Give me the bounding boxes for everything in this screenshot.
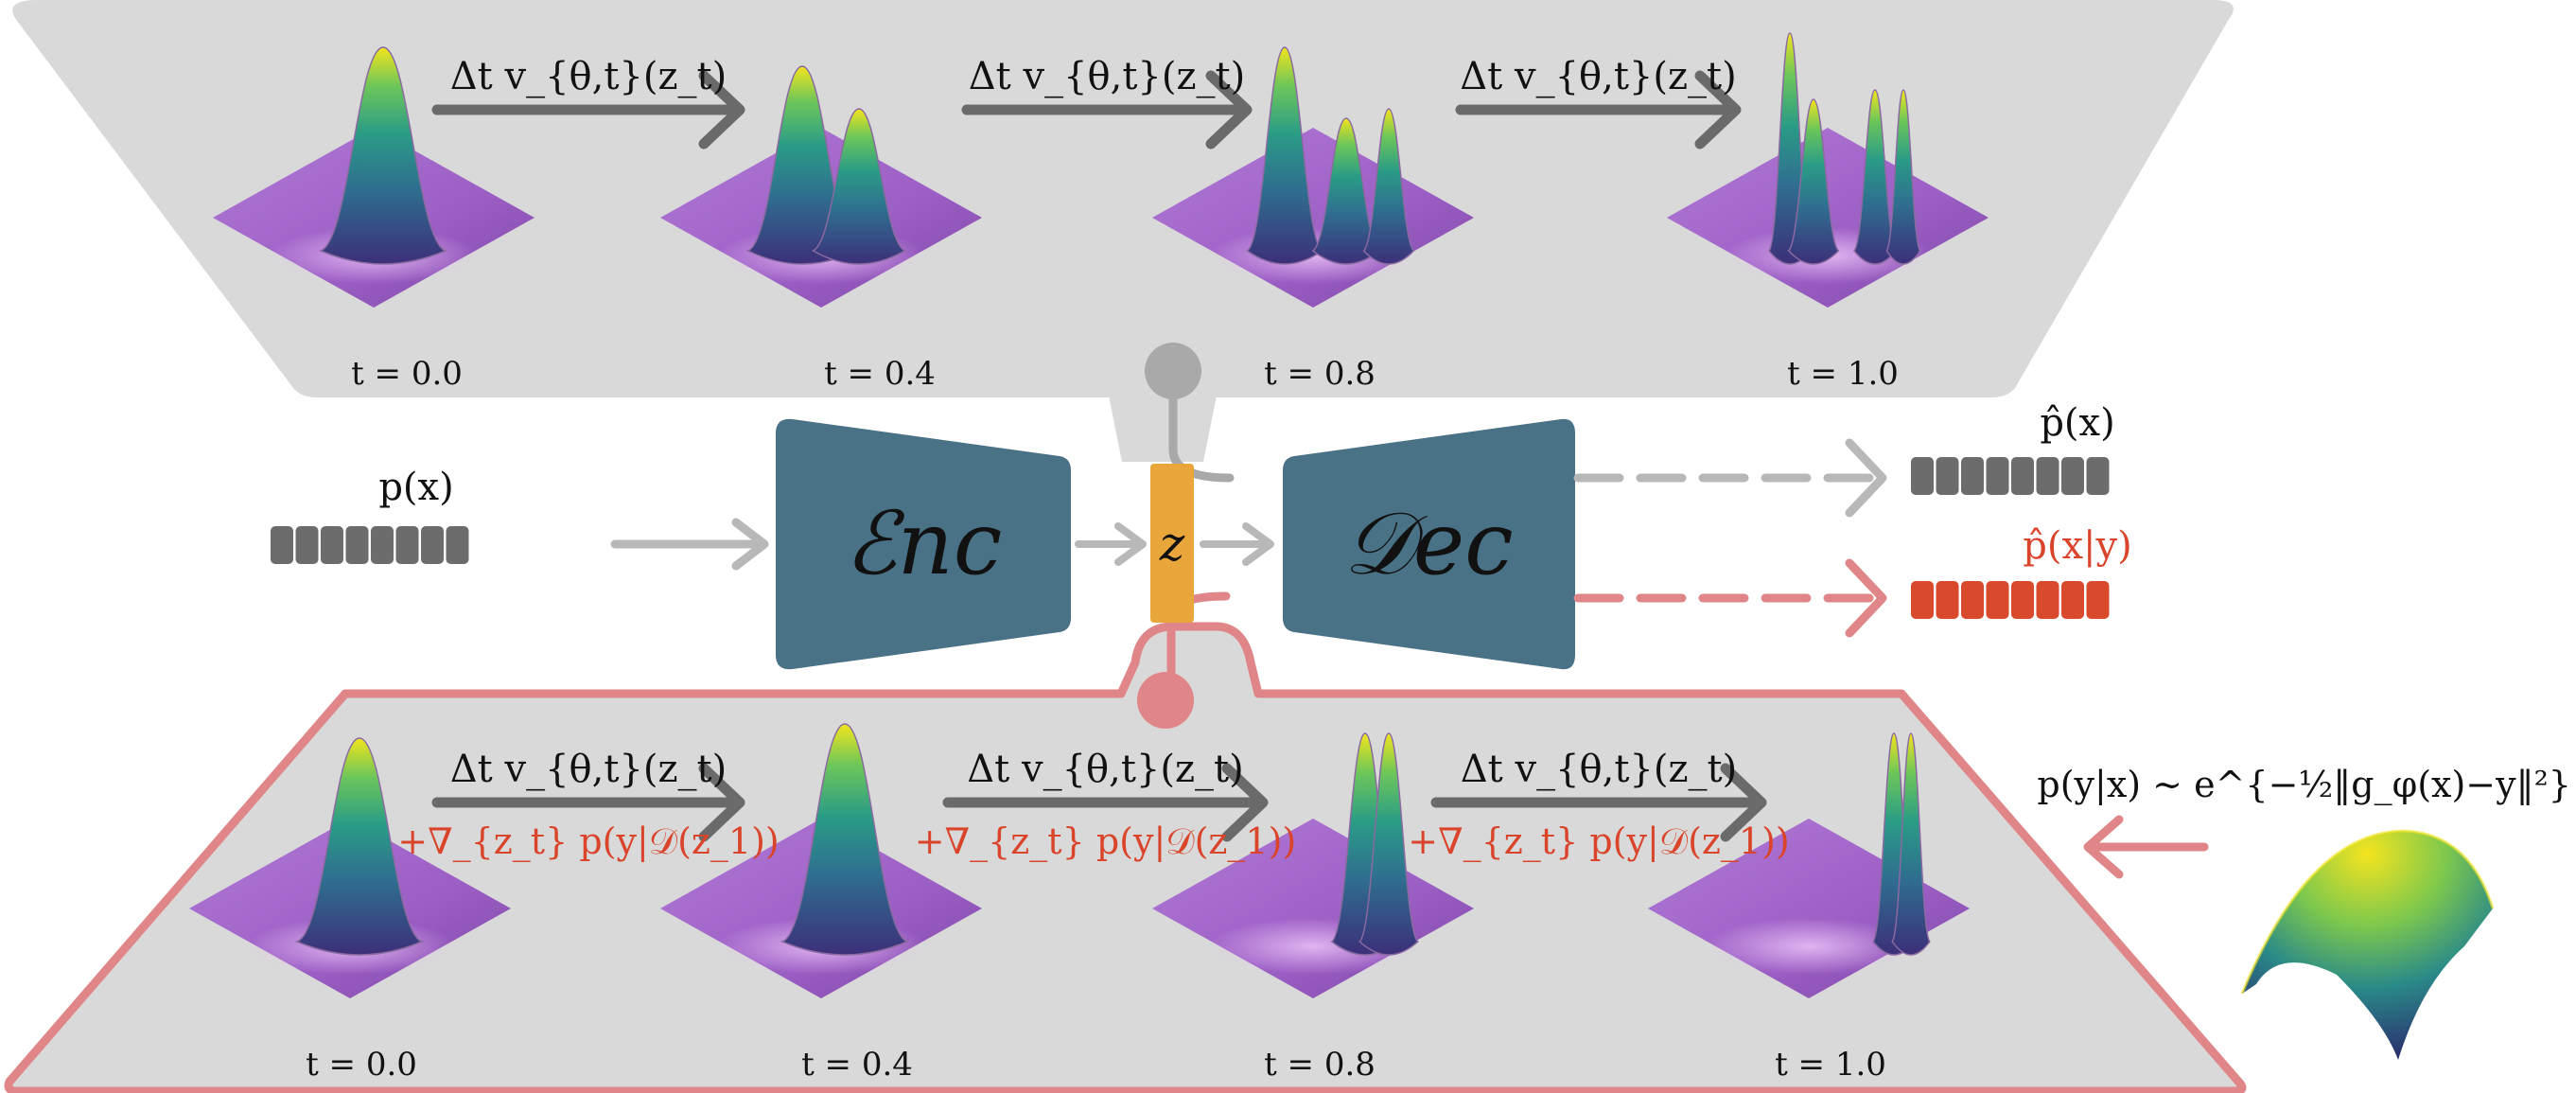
guidance-label: +∇_{z_t} p(y|𝒟(z_1)) <box>1408 820 1790 863</box>
token <box>2086 457 2110 495</box>
step-label: Δt v_{θ,t}(z_t) <box>969 55 1245 98</box>
token <box>295 526 319 564</box>
density-surface-icon <box>1667 32 1989 308</box>
arrow-input-to-encoder <box>610 518 769 571</box>
arrow-likelihood-to-panel <box>2083 815 2209 879</box>
step-label: Δt v_{θ,t}(z_t) <box>450 55 727 98</box>
token <box>1986 581 2009 619</box>
encoder-block <box>776 418 1071 670</box>
top-flow-steps: Δt v_{θ,t}(z_t) Δt v_{θ,t}(z_t) Δt v_{θ,t}… <box>431 55 1742 150</box>
top-density-surfaces <box>213 32 1989 308</box>
latent-label: z <box>1159 517 1185 572</box>
token <box>321 526 343 564</box>
time-label: t = 1.0 <box>1775 1046 1886 1084</box>
density-surface-icon <box>213 46 534 308</box>
time-label: t = 0.4 <box>824 355 936 393</box>
arrow-latent-to-decoder <box>1200 522 1274 566</box>
flow-step: Δt v_{θ,t}(z_t) <box>1455 55 1742 150</box>
input-distribution-label: p(x) <box>378 466 453 509</box>
input-token-row <box>271 526 469 564</box>
token <box>1936 581 1959 619</box>
token <box>2061 581 2084 619</box>
likelihood-label: p(y|x) ∼ e^{−½‖g_φ(x)−y‖²} <box>2037 764 2571 806</box>
density-surface-icon <box>660 65 982 308</box>
token <box>395 526 419 564</box>
bottom-panel <box>4 622 2247 1093</box>
time-label: t = 1.0 <box>1787 355 1899 393</box>
time-label: t = 0.8 <box>1264 1046 1376 1084</box>
flow-step: Δt v_{θ,t}(z_t) +∇_{z_t} p(y|𝒟(z_1)) <box>397 748 780 863</box>
bottom-density-surfaces <box>189 723 1970 998</box>
time-label: t = 0.0 <box>306 1046 417 1084</box>
cond-output-label: p̂(x|y) <box>2023 524 2131 568</box>
token <box>1911 457 1934 495</box>
cond-output-token-row <box>1911 581 2110 619</box>
token <box>421 526 444 564</box>
arrow-encoder-to-latent <box>1075 522 1147 566</box>
density-surface-icon <box>1152 732 1474 998</box>
uncond-output-label: p̂(x) <box>2040 401 2114 445</box>
latent-switch-top <box>1109 343 1235 483</box>
step-label: Δt v_{θ,t}(z_t) <box>1460 55 1736 98</box>
token <box>2011 581 2034 619</box>
density-surface-icon <box>1152 46 1474 308</box>
uncond-output-token-row <box>1911 457 2110 495</box>
flow-step: Δt v_{θ,t}(z_t) +∇_{z_t} p(y|𝒟(z_1)) <box>915 748 1297 863</box>
decoder-block <box>1283 418 1575 670</box>
step-label: Δt v_{θ,t}(z_t) <box>450 748 727 791</box>
likelihood-surface-icon <box>2240 829 2495 1060</box>
time-label: t = 0.4 <box>801 1046 913 1084</box>
density-surface-icon <box>660 723 982 998</box>
token <box>446 526 469 564</box>
flow-step: Δt v_{θ,t}(z_t) <box>431 55 745 150</box>
time-label: t = 0.8 <box>1264 355 1376 393</box>
guidance-label: +∇_{z_t} p(y|𝒟(z_1)) <box>915 820 1297 863</box>
latent-block <box>1150 464 1194 623</box>
density-surface-icon <box>189 737 511 998</box>
token <box>1986 457 2009 495</box>
guidance-label: +∇_{z_t} p(y|𝒟(z_1)) <box>397 820 780 863</box>
token <box>271 526 293 564</box>
flow-step: Δt v_{θ,t}(z_t) <box>961 55 1253 150</box>
encoder-label: ℰnc <box>845 493 1002 594</box>
bottom-flow-steps: Δt v_{θ,t}(z_t)+∇_{z_t} p(y|𝒟(z_1))Δt v_… <box>397 748 1790 863</box>
top-time-labels: t = 0.0 t = 0.4 t = 0.8 t = 1.0 <box>351 355 1899 393</box>
token <box>1936 457 1959 495</box>
token <box>345 526 369 564</box>
token <box>2036 581 2059 619</box>
token <box>2086 581 2110 619</box>
flow-step: Δt v_{θ,t}(z_t) +∇_{z_t} p(y|𝒟(z_1)) <box>1408 748 1790 863</box>
token <box>371 526 394 564</box>
density-surface-icon <box>1648 732 1970 998</box>
time-label: t = 0.0 <box>351 355 463 393</box>
token <box>1911 581 1934 619</box>
token <box>1961 581 1984 619</box>
token <box>2011 457 2034 495</box>
token <box>1961 457 1984 495</box>
step-label: Δt v_{θ,t}(z_t) <box>967 748 1243 791</box>
token <box>2061 457 2084 495</box>
step-label: Δt v_{θ,t}(z_t) <box>1461 748 1737 791</box>
bottom-time-labels: t = 0.0 t = 0.4 t = 0.8 t = 1.0 <box>306 1046 1886 1084</box>
token <box>2036 457 2059 495</box>
top-panel <box>12 0 2234 397</box>
decoder-label: 𝒟ec <box>1343 493 1513 594</box>
